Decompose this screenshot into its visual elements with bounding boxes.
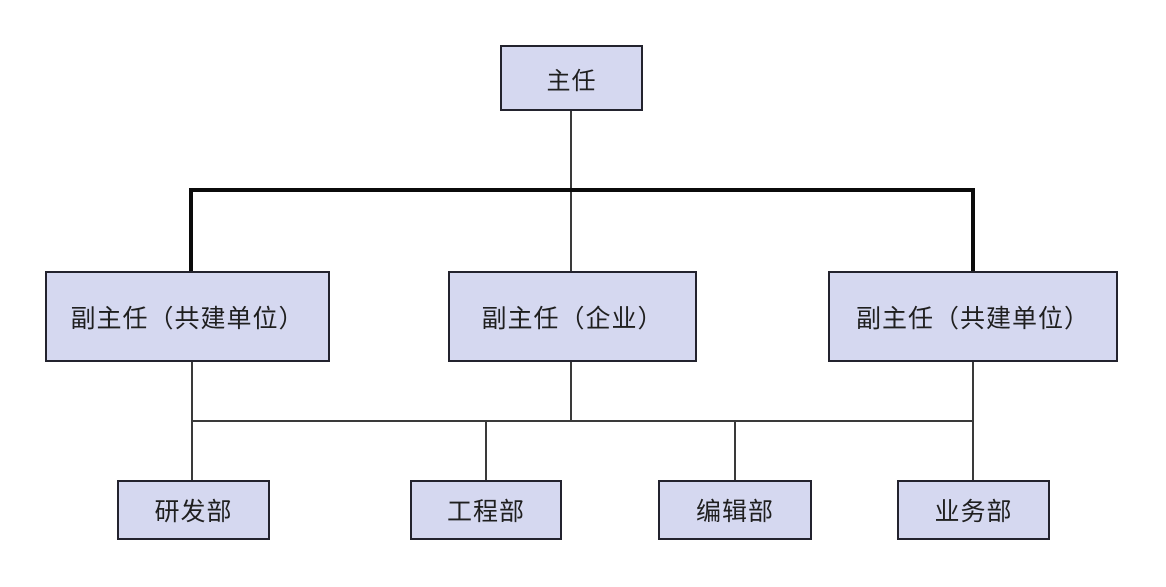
org-node-deputy-center: 副主任（企业） — [448, 271, 697, 362]
connector-dept-editorial-drop — [734, 420, 736, 481]
connector-level1-left-drop — [189, 188, 193, 273]
connector-level2-horizontal — [191, 420, 974, 422]
org-node-deputy-right: 副主任（共建单位） — [828, 271, 1118, 362]
connector-dept-engineering-drop — [485, 420, 487, 481]
org-node-dept-rnd: 研发部 — [117, 480, 270, 540]
org-node-dept-business: 业务部 — [897, 480, 1050, 540]
connector-level1-right-drop — [971, 188, 975, 273]
org-node-deputy-left: 副主任（共建单位） — [45, 271, 330, 362]
org-node-dept-editorial: 编辑部 — [658, 480, 812, 540]
org-node-director: 主任 — [500, 45, 643, 111]
connector-deputy-center-drop — [570, 361, 572, 422]
connector-level1-horizontal — [189, 188, 975, 192]
org-node-dept-engineering: 工程部 — [410, 480, 562, 540]
